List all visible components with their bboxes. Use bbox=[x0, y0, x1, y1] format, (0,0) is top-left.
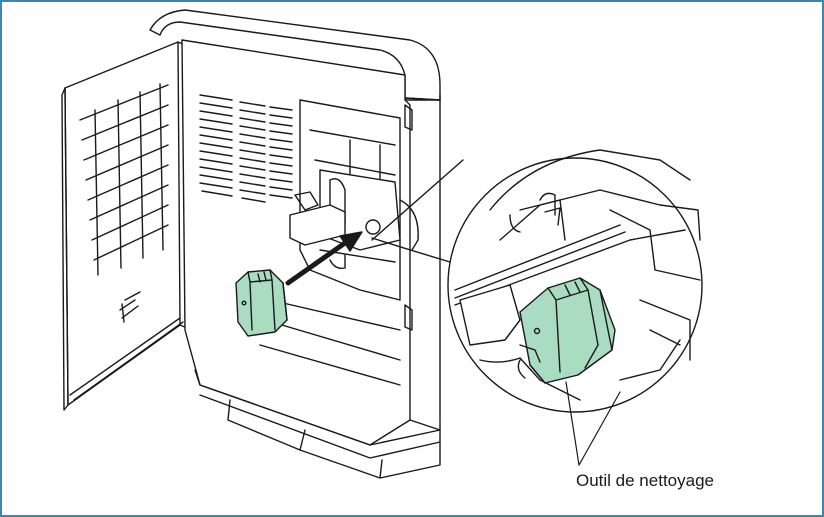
magnified-inset bbox=[371, 149, 703, 413]
cleaning-tool-label: Outil de nettoyage bbox=[576, 471, 714, 490]
open-side-door bbox=[61, 41, 188, 411]
cleaning-tool-small bbox=[235, 269, 288, 337]
cleaning-tool-large bbox=[519, 277, 616, 384]
callout-leaders bbox=[565, 381, 621, 466]
printer-body bbox=[124, 9, 441, 479]
insertion-arrow bbox=[285, 231, 363, 286]
side-vents bbox=[199, 94, 293, 203]
